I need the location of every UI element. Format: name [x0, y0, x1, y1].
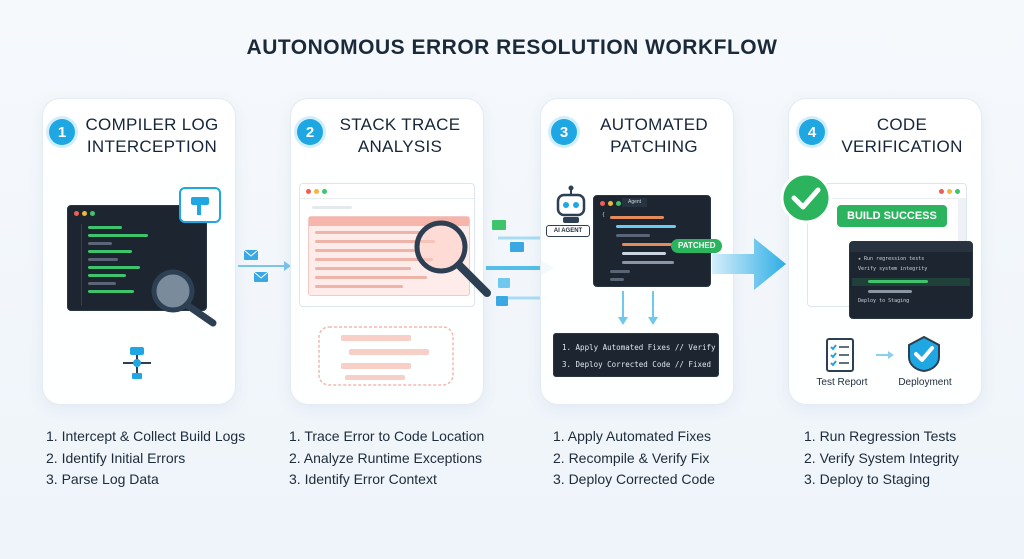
magnifier-icon: [151, 269, 217, 327]
step-item: 3. Parse Log Data: [46, 471, 159, 487]
file-icon: [496, 296, 508, 306]
ai-agent-label: AI AGENT: [546, 225, 590, 237]
down-arrows: [618, 291, 658, 325]
step-item: 2. Recompile & Verify Fix: [553, 449, 710, 466]
verification-code-window-illustration: ★ Run regression tests Verify system int…: [849, 241, 973, 319]
deployment-label: Deployment: [898, 377, 952, 388]
call-graph-diagram: [318, 326, 454, 386]
stage-number-badge: 3: [551, 119, 577, 145]
test-report-icon: [826, 338, 854, 372]
arrow-right-icon: [876, 351, 894, 359]
page-title: AUTONOMOUS ERROR RESOLUTION WORKFLOW: [246, 36, 778, 59]
step-item: 3. Deploy to Staging: [804, 471, 931, 487]
stage-card-4: 4 CODE VERIFICATION BUILD SUCCESS ★ Run …: [780, 98, 982, 405]
deployment-shield-icon: [908, 335, 940, 373]
robot-icon: [556, 185, 586, 223]
stage-title: STACK TRACE ANALYSIS: [339, 115, 461, 156]
stage-title: CODE VERIFICATION: [841, 115, 963, 156]
step-item: 1. Apply Automated Fixes: [553, 428, 711, 444]
stage-number-badge: 2: [297, 119, 323, 145]
network-node-icon: [123, 347, 151, 379]
flow-connector-3-4: [712, 238, 786, 290]
patched-badge: PATCHED: [671, 239, 723, 253]
stage-1-steps: 1. Intercept & Collect Build Logs 2. Ide…: [46, 426, 245, 491]
step-item: 1. Run Regression Tests: [804, 428, 957, 444]
stage-4-steps: 1. Run Regression Tests 2. Verify System…: [804, 426, 959, 491]
envelope-icon: [510, 242, 524, 252]
step-item: 2. Analyze Runtime Exceptions: [289, 449, 482, 466]
stack-trace-window-illustration: [299, 183, 475, 307]
stage-card-1: 1 COMPILER LOG INTERCEPTION: [42, 98, 236, 405]
stage-3-steps: 1. Apply Automated Fixes 2. Recompile & …: [553, 426, 715, 491]
stage-number-badge: 1: [49, 119, 75, 145]
envelope-icon: [492, 220, 506, 230]
file-icon: [498, 278, 510, 288]
log-capture-bubble-icon: [179, 187, 221, 223]
test-report-label: Test Report: [816, 377, 868, 388]
build-success-badge: BUILD SUCCESS: [837, 205, 947, 227]
step-item: 2. Identify Initial Errors: [46, 449, 186, 466]
stage-2-steps: 1. Trace Error to Code Location 2. Analy…: [289, 426, 484, 491]
stage-number-badge: 4: [799, 119, 825, 145]
console-output-illustration: 1. Apply Automated Fixes // Verify le 3.…: [553, 333, 719, 377]
editor-tab: Agent: [622, 198, 648, 207]
step-item: 3. Identify Error Context: [289, 471, 437, 487]
step-item: 2. Verify System Integrity: [804, 449, 959, 466]
stage-card-3: 3 AUTOMATED PATCHING AI AGENT Agent { PA…: [540, 98, 734, 405]
stage-title: COMPILER LOG INTERCEPTION: [85, 115, 219, 156]
check-circle-icon: [780, 172, 832, 224]
step-item: 1. Trace Error to Code Location: [289, 428, 485, 444]
magnifier-icon: [414, 220, 491, 297]
flow-connector-1-2: [238, 249, 291, 282]
stage-card-2: 2 STACK TRACE ANALYSIS: [290, 98, 491, 405]
step-item: 3. Deploy Corrected Code: [553, 471, 715, 487]
stage-title: AUTOMATED PATCHING: [600, 115, 708, 156]
step-item: 1. Intercept & Collect Build Logs: [46, 428, 246, 444]
